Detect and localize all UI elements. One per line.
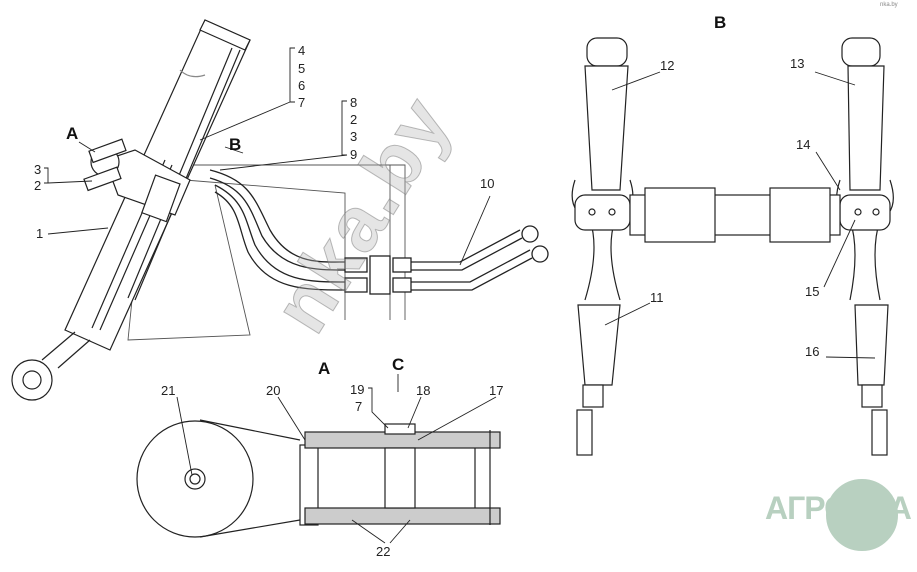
view-a-arrow-label: A: [66, 124, 79, 143]
callout-3-left: 3: [34, 162, 42, 177]
callout-3-mid: 3: [350, 129, 358, 144]
callout-9: 9: [350, 147, 358, 162]
callout-2-left: 2: [34, 178, 42, 193]
section-a-title: A: [318, 359, 331, 378]
callout-1: 1: [36, 226, 44, 241]
callout-8: 8: [350, 95, 358, 110]
callout-13: 13: [790, 56, 805, 71]
callout-5: 5: [298, 61, 306, 76]
section-a-pulley: [136, 419, 301, 538]
callout-22: 22: [376, 544, 391, 559]
callout-11: 11: [650, 290, 664, 305]
mount-bracket: [83, 138, 191, 223]
view-b-center-tube: [629, 187, 841, 243]
hoses: [209, 169, 549, 295]
view-b-right-arm: [836, 37, 894, 456]
leader-lines: [44, 47, 876, 544]
corner-mark: nka.by: [880, 2, 898, 8]
callout-14: 14: [796, 137, 811, 152]
view-b-arrow-label: B: [229, 135, 242, 154]
callout-18: 18: [416, 383, 431, 398]
callout-19: 19: [350, 382, 365, 397]
callout-12: 12: [660, 58, 675, 73]
callout-7-top: 7: [298, 95, 306, 110]
callout-2-mid: 2: [350, 112, 358, 127]
hydraulic-cylinder: [11, 19, 251, 401]
callout-20: 20: [266, 383, 281, 398]
callout-4: 4: [298, 43, 306, 58]
callout-10: 10: [480, 176, 495, 191]
logo-circle: [826, 479, 898, 551]
logo: АГРОНКА: [765, 490, 912, 526]
view-c-label: C: [392, 355, 405, 374]
section-a-pipe: [299, 423, 501, 526]
view-b-left-arm: [571, 37, 634, 456]
callout-17: 17: [489, 383, 504, 398]
callout-15: 15: [805, 284, 820, 299]
callout-21: 21: [161, 383, 176, 398]
view-b-title: B: [714, 13, 727, 32]
callout-6: 6: [298, 78, 306, 93]
callout-16: 16: [805, 344, 820, 359]
callout-7-bottom: 7: [355, 399, 363, 414]
